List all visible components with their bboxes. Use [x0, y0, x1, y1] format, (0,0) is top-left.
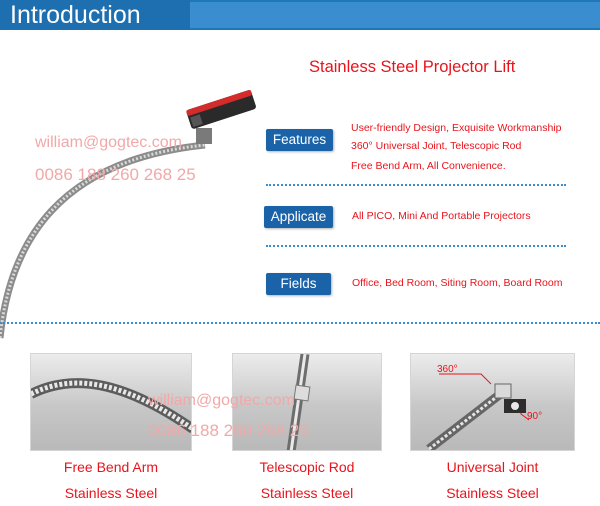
tag-features: Features	[266, 129, 333, 151]
watermark-phone: 0086 188 260 268 25	[35, 165, 196, 184]
caption-material: Stainless Steel	[260, 485, 354, 501]
page-title: Introduction	[0, 0, 190, 30]
watermark-email: william@gogtec.com	[35, 134, 182, 151]
caption-telescopic-rod: Telescopic Rod	[259, 459, 355, 475]
divider	[266, 184, 566, 186]
thumb-universal-joint	[410, 353, 575, 451]
tag-applicate: Applicate	[264, 206, 333, 228]
thumb-telescopic-rod	[232, 353, 382, 451]
tag-fields: Fields	[266, 273, 331, 295]
features-line-2: 360° Universal Joint, Telescopic Rod	[351, 140, 522, 152]
divider	[266, 245, 566, 247]
callout-360: 360°	[437, 364, 458, 375]
watermark-email: william@gogtec.com	[148, 392, 295, 409]
caption-material: Stainless Steel	[64, 485, 158, 501]
caption-universal-joint: Universal Joint	[446, 459, 539, 475]
fields-line-1: Office, Bed Room, Siting Room, Board Roo…	[352, 277, 563, 289]
product-title: Stainless Steel Projector Lift	[309, 58, 516, 76]
section-divider	[0, 322, 600, 324]
header-accent	[190, 2, 600, 28]
caption-free-bend-arm: Free Bend Arm	[63, 459, 159, 475]
projector-lift-illustration	[0, 90, 256, 339]
callout-90: 90°	[527, 411, 543, 422]
features-line-3: Free Bend Arm, All Convenience.	[351, 160, 506, 172]
watermark-phone: 0086 188 260 268 25	[148, 421, 309, 440]
thumb-free-bend-arm	[30, 353, 192, 451]
features-line-1: User-friendly Design, Exquisite Workmans…	[351, 122, 562, 134]
caption-material: Stainless Steel	[446, 485, 539, 501]
applicate-line-1: All PICO, Mini And Portable Projectors	[352, 210, 531, 222]
